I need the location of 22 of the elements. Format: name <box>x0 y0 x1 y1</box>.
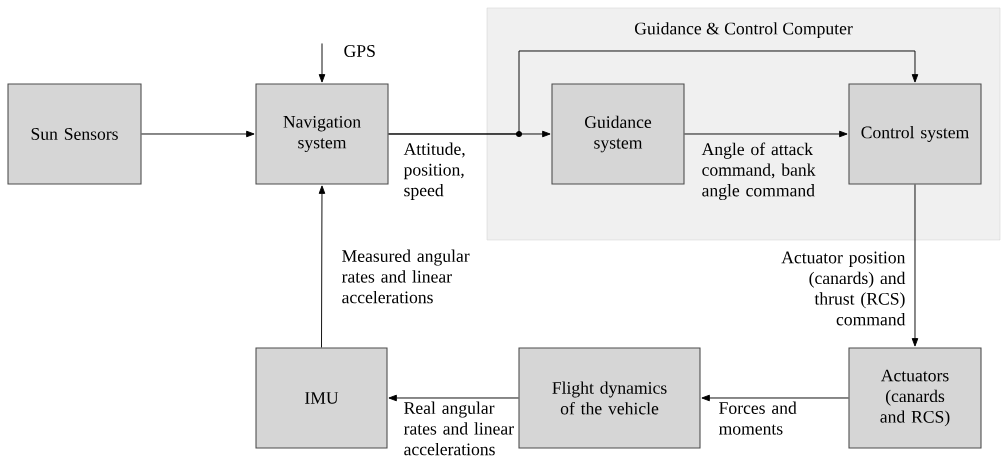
edge-label: Forces and moments <box>719 401 797 435</box>
arrow <box>141 130 255 138</box>
process-box: Navigation system <box>255 83 389 185</box>
process-box: Flight dynamics of the vehicle <box>518 347 701 449</box>
arrow <box>388 394 519 402</box>
arrow <box>318 185 326 348</box>
edge-label: Attitude, position, speed <box>403 142 465 200</box>
arrow <box>911 184 919 347</box>
arrow <box>701 394 849 402</box>
process-box: Sun Sensors <box>7 83 142 185</box>
edge-label: Measured angular rates and linear accelerations <box>341 249 470 304</box>
arrow <box>684 130 848 138</box>
process-box: Control system <box>848 83 982 185</box>
arrow <box>388 50 919 138</box>
edge-label: Angle of attack command, bank angle command <box>701 142 816 201</box>
process-box: IMU <box>255 347 388 449</box>
edge-label: Actuator position (canards) and thrust (RCS) command <box>781 251 906 326</box>
edge-label: Real angular rates and linear accelerations <box>403 401 514 456</box>
edge-label: GPS <box>344 45 375 57</box>
process-box: Actuators (canards and RCS) <box>848 347 982 449</box>
arrow <box>318 43 326 83</box>
process-box: Guidance system <box>551 83 685 185</box>
